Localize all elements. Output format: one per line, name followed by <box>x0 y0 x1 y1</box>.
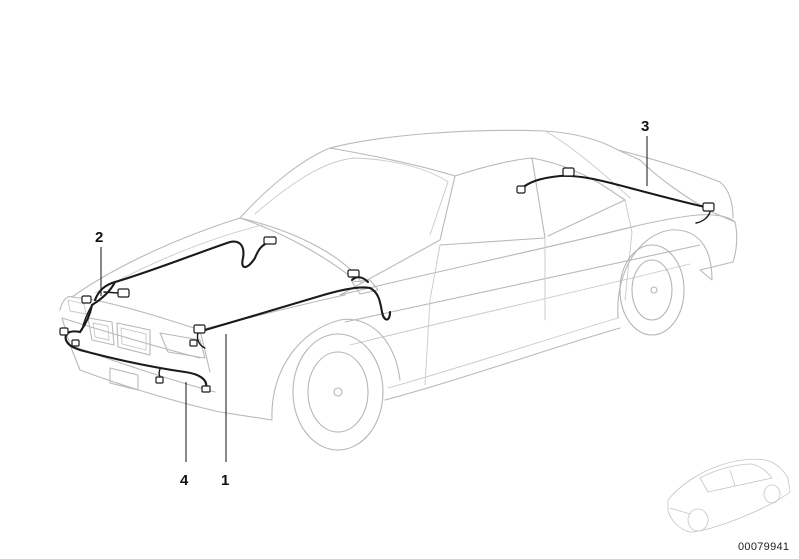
car-thumbnail <box>667 458 791 533</box>
front-wheel <box>292 333 384 451</box>
callout-3: 3 <box>641 118 649 135</box>
harness-rear <box>516 167 715 224</box>
callout-4: 4 <box>180 472 189 489</box>
harness-fender <box>189 269 392 349</box>
harness-front-bumper <box>59 304 211 393</box>
callout-1: 1 <box>221 472 229 489</box>
rear-wheel <box>619 244 685 336</box>
diagram-number: 00079941 <box>738 541 790 553</box>
callout-2: 2 <box>95 229 103 246</box>
harness-engine-bay <box>78 236 277 334</box>
